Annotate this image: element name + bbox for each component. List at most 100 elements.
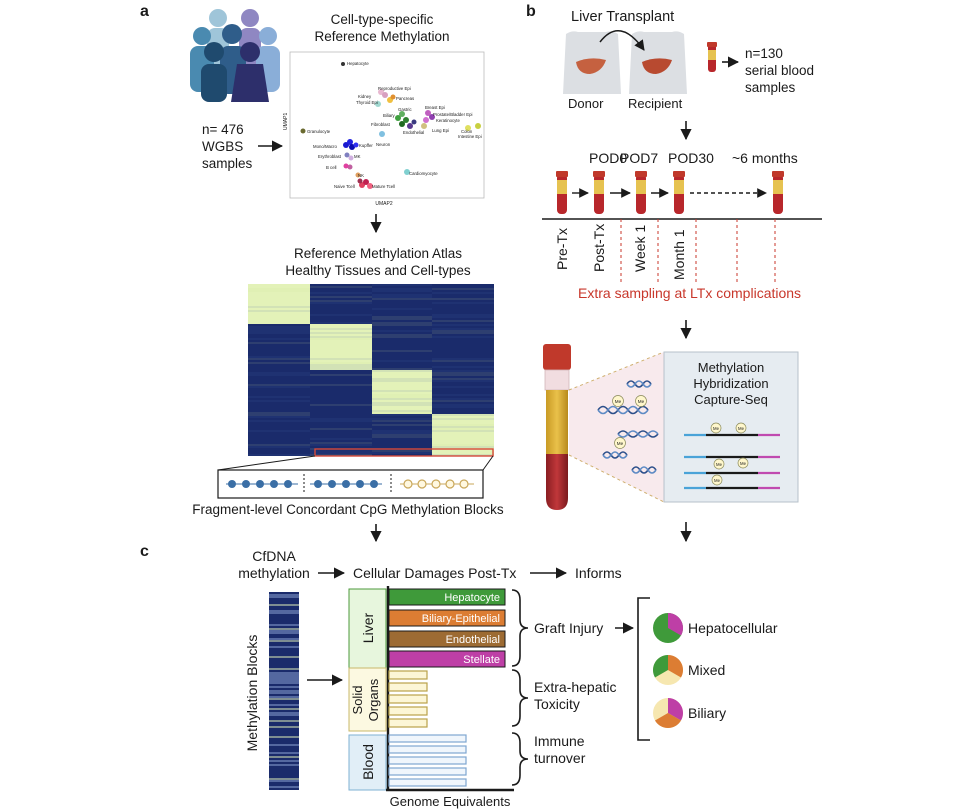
capture-title-2: Hybridization (693, 376, 768, 391)
me-markers: Me Me Me (612, 395, 647, 449)
umap-label: Biliary (383, 113, 396, 118)
bar-biliary-label: Biliary-Epithelial (422, 613, 500, 625)
umap-label: Fibroblast (371, 122, 391, 127)
zoom-line (568, 351, 665, 391)
atlas-title-1: Reference Methylation Atlas (294, 246, 462, 261)
outcome-mixed: Mixed (688, 662, 725, 678)
outcome-hepatocellular: Hepatocellular (688, 620, 778, 636)
liver-transplant-title: Liver Transplant (571, 9, 674, 25)
umap-label: Cardiomyocyte (409, 171, 438, 176)
immune-line1: Immune (534, 733, 585, 749)
umap-label: Pancreas (396, 96, 414, 101)
me-label: Me (617, 441, 624, 446)
read-me-markers: Me Me Me Me Me (710, 422, 749, 486)
me-label: Me (638, 399, 645, 404)
donor-label: Donor (568, 96, 604, 111)
umap-label: Keratinocyte (436, 118, 460, 123)
umap-label: Kupffer (359, 143, 373, 148)
serial-samples-line2: serial blood (745, 63, 814, 78)
umap-label: Mono/Macro (313, 144, 337, 149)
zoom-line-left (217, 455, 316, 471)
umap-plot: UMAP1 UMAP2 Hepatocyte (283, 51, 485, 207)
panel-a-label: a (140, 3, 149, 20)
pie-hepatocellular (653, 613, 684, 643)
pie-biliary (653, 698, 684, 729)
group-blood-label: Blood (360, 744, 376, 780)
umap-label: Prostate/Bladder Epi (433, 112, 472, 117)
cpg-blocks-strip (217, 469, 484, 499)
umap-label: Kidney (358, 94, 372, 99)
umap-ylabel: UMAP1 (283, 113, 289, 130)
capture-title-3: Capture-Seq (694, 392, 768, 407)
cfdna-line2: methylation (238, 565, 310, 581)
blocks-caption: Fragment-level Concordant CpG Methylatio… (192, 502, 504, 517)
cfdna-line1: CfDNA (252, 548, 296, 564)
umap-label: NK (358, 173, 364, 178)
timepoint-6months: ~6 months (732, 150, 798, 166)
dna-fragments (597, 380, 659, 474)
group-blood-box (348, 734, 387, 791)
bar-biliary-epithelial (388, 609, 506, 627)
serial-samples-count: n=130 (745, 46, 783, 61)
donor-torso-icon (563, 31, 621, 94)
extra-hepatic-line1: Extra-hepatic (534, 679, 616, 695)
me-label: Me (716, 462, 723, 467)
samples-count: n= 476 (202, 122, 244, 137)
methylation-blocks-label: Methylation Blocks (244, 635, 260, 752)
bar-endothelial (388, 630, 506, 648)
bar-endothelial-label: Endothelial (446, 634, 500, 646)
zoom-line-right (482, 455, 494, 471)
methylation-heatmap (248, 284, 494, 456)
brace-extra-hepatic (511, 669, 529, 727)
cellular-damages-label: Cellular Damages Post-Tx (353, 565, 516, 581)
people-icon (190, 9, 280, 102)
graft-injury-label: Graft Injury (534, 620, 603, 636)
blood-bars (388, 734, 467, 787)
samples-word: samples (202, 156, 253, 171)
genome-equivalents-label: Genome Equivalents (390, 794, 511, 809)
bar-stellate-label: Stellate (463, 654, 500, 666)
umap-label: Mature Tcell (372, 184, 395, 189)
group-organs-label: Organs (366, 678, 381, 721)
recipient-label: Recipient (628, 96, 683, 111)
bar-hepatocyte-label: Hepatocyte (444, 592, 500, 604)
umap-title-2: Reference Methylation (314, 29, 449, 44)
umap-label: Thyroid Epi (356, 100, 378, 105)
panel-b-label: b (526, 3, 536, 20)
umap-title-1: Cell-type-specific (331, 12, 434, 27)
samples-wgbs: WGBS (202, 139, 243, 154)
heatmap-highlight-box (314, 448, 494, 457)
transplant-arrow (599, 29, 645, 51)
capture-seq-box (663, 351, 799, 503)
blood-tube-icon (707, 42, 717, 72)
umap-label: Gastric (398, 107, 412, 112)
umap-label: B cell (326, 165, 337, 170)
bar-hepatocyte (388, 588, 506, 606)
axis-week1: Week 1 (632, 225, 648, 272)
timepoint-pod30: POD30 (668, 150, 714, 166)
bar-stellate (388, 650, 506, 668)
group-solid-organs-box (348, 667, 387, 732)
me-label: Me (738, 426, 745, 431)
umap-label: Breast Epi (425, 105, 445, 110)
brace-immune (511, 732, 529, 786)
me-label: Me (740, 461, 747, 466)
solid-organ-bars (388, 670, 428, 728)
serial-samples-line3: samples (745, 80, 796, 95)
methylation-blocks-strip (269, 592, 299, 790)
outcome-biliary: Biliary (688, 705, 726, 721)
umap-label: Granulocyte (307, 129, 331, 134)
atlas-title-2: Healthy Tissues and Cell-types (285, 263, 471, 278)
recipient-torso-icon (629, 31, 687, 94)
umap-label: Endothelial (403, 130, 424, 135)
umap-points (300, 62, 481, 189)
outcomes-bracket (637, 597, 650, 741)
capture-title-1: Methylation (698, 360, 764, 375)
umap-label: Intestine Epi (458, 134, 482, 139)
large-blood-tube-icon (543, 344, 571, 510)
group-liver-label: Liver (360, 612, 376, 643)
umap-label: MK (354, 154, 361, 159)
axis-month1: Month 1 (671, 229, 687, 280)
timepoint-pod0: POD0 (589, 150, 627, 166)
